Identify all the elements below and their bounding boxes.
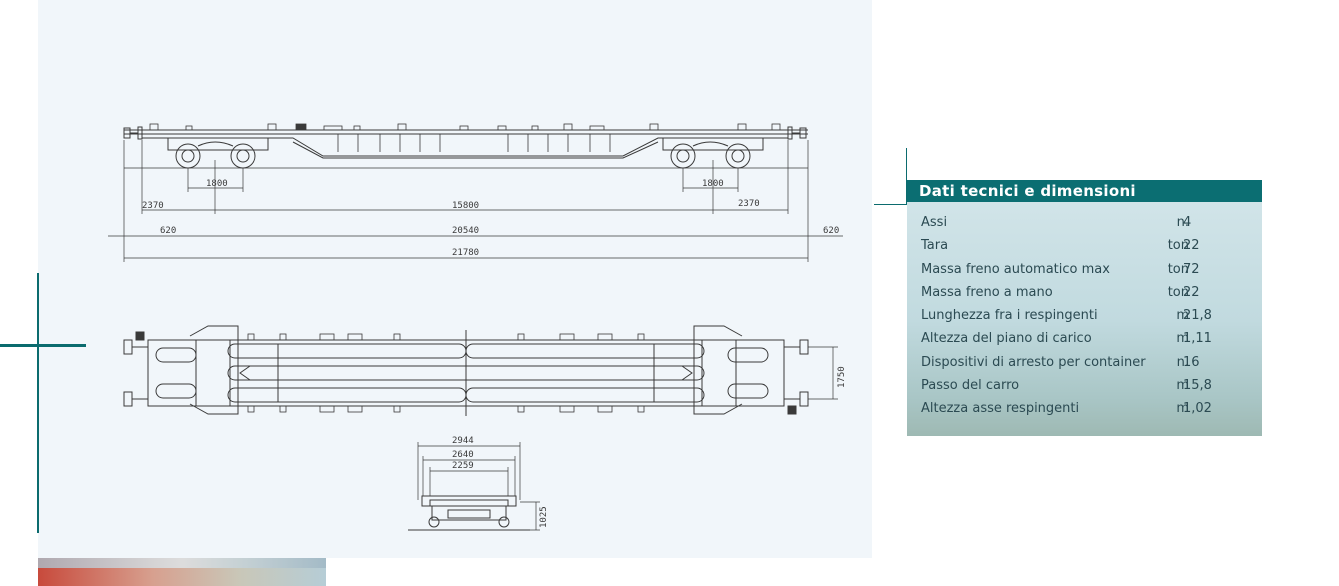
spec-row: Lunghezza fra i respingenti m 21,8 — [907, 304, 1262, 327]
dim-track-width: 1750 — [837, 366, 847, 388]
accent-line-vertical-right — [906, 148, 907, 204]
technical-drawing-panel: 1800 1800 2370 15800 2370 620 20540 620 … — [38, 0, 872, 558]
dim-buffer-right: 620 — [823, 226, 839, 236]
dim-buffer-left: 620 — [160, 226, 176, 236]
dim-end-floor-height: 1025 — [539, 506, 549, 528]
spec-label: Lunghezza fra i respingenti — [921, 308, 1098, 324]
spec-label: Altezza del piano di carico — [921, 331, 1092, 347]
end-view: 2944 2640 2259 1025 — [408, 436, 549, 531]
wagon-photo-strip — [38, 558, 326, 586]
spec-panel: Dati tecnici e dimensioni Assi n. 4 Tara… — [907, 180, 1262, 436]
dim-bogie-pitch: 15800 — [452, 201, 479, 211]
dim-wheelbase-left: 1800 — [206, 179, 228, 189]
dim-end-width-mid: 2640 — [452, 450, 474, 460]
accent-line-horizontal-left — [0, 344, 86, 347]
spec-row: Altezza asse respingenti m 1,02 — [907, 397, 1262, 420]
spec-label: Assi — [921, 215, 948, 230]
spec-value: 22 — [1183, 238, 1200, 254]
spec-title: Dati tecnici e dimensioni — [907, 180, 1262, 202]
dim-wheelbase-right: 1800 — [702, 179, 724, 189]
dim-end-width-inner: 2259 — [452, 461, 474, 471]
spec-unit: m — [1176, 378, 1189, 394]
spec-value: 1,02 — [1183, 401, 1212, 417]
spec-row: Dispositivi di arresto per container n. … — [907, 351, 1262, 374]
dim-end-width-outer: 2944 — [452, 436, 474, 446]
spec-label: Massa freno a mano — [921, 284, 1053, 300]
spec-unit: m — [1176, 401, 1189, 417]
spec-unit: m — [1176, 308, 1189, 324]
side-view: 1800 1800 2370 15800 2370 620 20540 620 … — [108, 123, 843, 262]
spec-list: Assi n. 4 Tara ton 22 Massa freno automa… — [907, 202, 1262, 421]
dim-overhang-left: 2370 — [142, 201, 164, 211]
dim-body-length: 20540 — [452, 226, 479, 236]
spec-label: Massa freno automatico max — [921, 261, 1110, 277]
spec-label: Tara — [921, 238, 949, 254]
spec-row: Tara ton 22 — [907, 234, 1262, 257]
spec-row: Passo del carro m 15,8 — [907, 374, 1262, 397]
spec-unit: m — [1176, 331, 1189, 347]
left-bogie — [167, 137, 269, 169]
wagon-drawing: 1800 1800 2370 15800 2370 620 20540 620 … — [108, 123, 847, 531]
accent-line-horizontal-right — [874, 204, 908, 205]
spec-unit: n. — [1176, 215, 1189, 230]
spec-label: Passo del carro — [921, 378, 1020, 394]
spec-row: Massa freno a mano ton 22 — [907, 281, 1262, 304]
spec-value: 22 — [1183, 284, 1200, 300]
spec-value: 72 — [1183, 261, 1200, 277]
spec-label: Dispositivi di arresto per container — [921, 354, 1146, 370]
dim-total-length: 21780 — [452, 248, 479, 258]
spec-value: 15,8 — [1183, 378, 1212, 394]
top-view: 1750 — [123, 325, 847, 416]
spec-unit: n. — [1176, 354, 1189, 370]
spec-unit: ton — [1167, 261, 1189, 277]
spec-unit: ton — [1167, 284, 1189, 300]
spec-value: 21,8 — [1183, 308, 1212, 324]
dim-overhang-right: 2370 — [738, 199, 760, 209]
spec-value: 16 — [1183, 354, 1200, 370]
spec-value: 4 — [1183, 215, 1192, 230]
spec-unit: ton — [1167, 238, 1189, 254]
spec-row: Massa freno automatico max ton 72 — [907, 258, 1262, 281]
spec-row: Assi n. 4 — [907, 211, 1262, 234]
spec-label: Altezza asse respingenti — [921, 401, 1080, 417]
spec-value: 1,11 — [1183, 331, 1212, 347]
accent-line-vertical-left — [37, 273, 39, 533]
spec-row: Altezza del piano di carico m 1,11 — [907, 327, 1262, 350]
